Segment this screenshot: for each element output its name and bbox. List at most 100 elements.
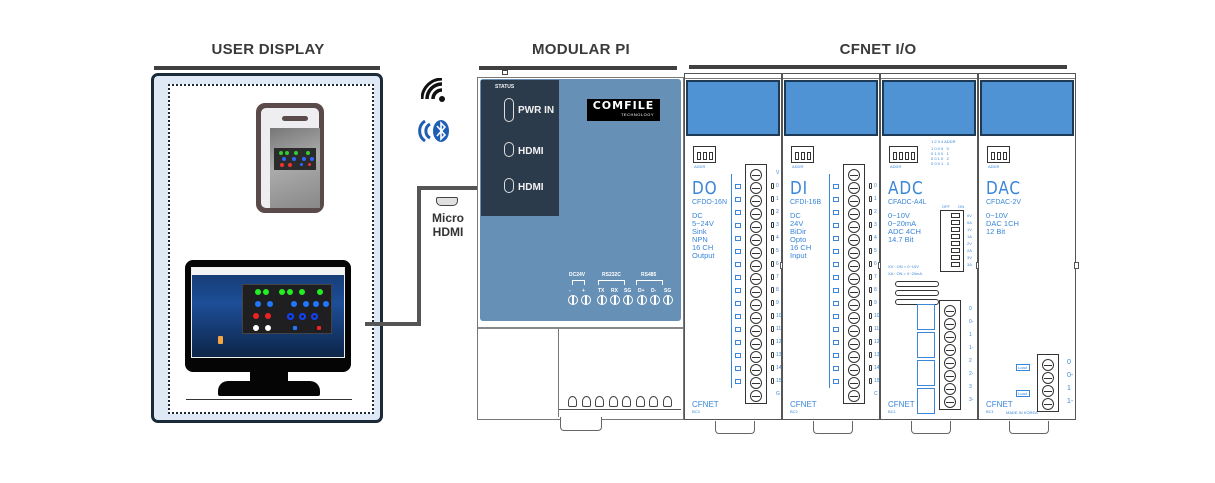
mode-switch[interactable] (951, 213, 960, 218)
addr-dip-switch[interactable] (987, 146, 1010, 163)
terminal-screw (750, 338, 762, 350)
channel-led (869, 235, 872, 241)
channel-led (771, 261, 774, 267)
terminal-screw (568, 295, 578, 305)
mode-switch[interactable] (951, 248, 960, 253)
channel-driver-symbol (833, 301, 839, 306)
module-rail (783, 74, 879, 79)
channel-driver-symbol (735, 301, 741, 306)
terminal-screw (848, 208, 860, 220)
module-spec: DC 5~24V Sink NPN 16 CH Output (692, 211, 715, 260)
channel-label: 11 (874, 326, 880, 332)
terminal-screw (750, 273, 762, 285)
module-din-clip (1009, 421, 1049, 434)
module-model: CFADC-A4L (888, 199, 927, 206)
mode-dip-switch[interactable] (940, 210, 964, 272)
terminal-block (939, 300, 961, 410)
terminal-screw (848, 299, 860, 311)
channel-led (869, 326, 872, 332)
terminal-screw (581, 295, 591, 305)
terminal-screw (750, 260, 762, 272)
channel-label: 0 (1067, 359, 1071, 366)
channel-label: 8 (776, 287, 779, 293)
phone-screen (270, 128, 320, 208)
terminal-pin-label: - (569, 288, 571, 294)
hdmi-port-1[interactable] (504, 142, 514, 157)
terminal-screw (848, 182, 860, 194)
hdmi-cable-top (417, 186, 477, 190)
module-rail (685, 74, 781, 79)
logo-sub: TECHNOLOGY (620, 112, 654, 117)
channel-driver-symbol (735, 379, 741, 384)
terminal-block (745, 164, 767, 404)
channel-driver-symbol (833, 327, 839, 332)
channel-label: 8 (874, 287, 877, 293)
load-symbol (1016, 364, 1030, 371)
rs485-bracket (636, 280, 663, 285)
mode-switch[interactable] (951, 227, 960, 232)
terminal-screw (944, 318, 956, 330)
rs232c-bracket (598, 280, 625, 285)
monitor-floor-line (186, 399, 352, 400)
channel-driver-symbol (833, 210, 839, 215)
mode-switch[interactable] (951, 262, 960, 267)
addr-dip-switch[interactable] (889, 146, 918, 163)
channel-label: 3- (969, 397, 974, 403)
channel-driver-symbol (833, 340, 839, 345)
switch-label: 1A (967, 234, 972, 239)
terminal-pin-label: + (582, 288, 585, 294)
channel-driver-symbol (735, 262, 741, 267)
user-display-divider (154, 66, 380, 70)
logo-main: COMFILE (592, 99, 655, 112)
load-label: Load (1018, 391, 1027, 396)
channel-label: C (874, 391, 878, 397)
smartphone (256, 103, 324, 213)
channel-led (869, 300, 872, 306)
channel-label: 0 (969, 306, 972, 312)
module-din-clip (813, 421, 853, 434)
channel-driver-symbol (833, 314, 839, 319)
module-brand-sub: BC3 (692, 409, 700, 414)
addr-dip-switch[interactable] (693, 146, 716, 163)
terminal-screw (750, 221, 762, 233)
channel-label: 1 (874, 196, 877, 202)
terminal-block (843, 164, 865, 404)
channel-label: 10 (776, 313, 782, 319)
channel-led (771, 287, 774, 293)
micro-hdmi-label-line2: HDMI (432, 225, 464, 239)
pwr-in-label: PWR IN (518, 105, 555, 116)
mode-switch[interactable] (951, 241, 960, 246)
module-brand-sub: BC1 (986, 409, 994, 414)
pi-din-clip (560, 417, 602, 431)
mode-switch[interactable] (951, 220, 960, 225)
terminal-pin-label: RX (611, 288, 618, 294)
channel-driver-symbol (735, 314, 741, 319)
module-cover (784, 80, 878, 136)
pwr-in-port[interactable] (504, 98, 514, 122)
pi-lower-housing (478, 327, 683, 417)
channel-led (869, 352, 872, 358)
terminal-pin-label: D- (651, 288, 657, 294)
terminal-screw (848, 260, 860, 272)
mode-switch[interactable] (951, 234, 960, 239)
module-type: DO (692, 178, 718, 199)
channel-label: 1- (969, 345, 974, 351)
addr-dip-switch[interactable] (791, 146, 814, 163)
channel-led (869, 183, 872, 189)
rs232c-label: RS232C (602, 272, 621, 278)
channel-led (771, 326, 774, 332)
channel-led (771, 352, 774, 358)
terminal-pin-label: TX (598, 288, 605, 294)
terminal-screw (848, 338, 860, 350)
channel-label: 3 (969, 384, 972, 390)
module-spec: 0~10V 0~20mA ADC 4CH 14.7 Bit (888, 211, 921, 244)
dc24v-bracket (572, 280, 585, 285)
hdmi-port-2[interactable] (504, 178, 514, 193)
channel-led (869, 222, 872, 228)
mode-switch[interactable] (951, 255, 960, 260)
module-type: DI (790, 178, 808, 199)
switch-label: 0A (967, 220, 972, 225)
resistor-symbol (895, 290, 939, 296)
pi-bottom-screw (622, 396, 631, 407)
